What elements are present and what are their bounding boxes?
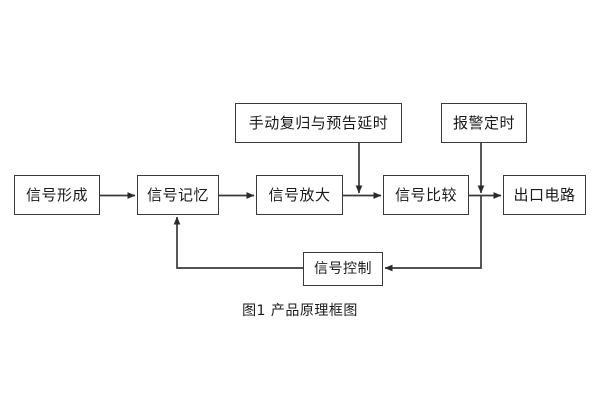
node-label: 信号形成	[25, 185, 88, 204]
node-label: 信号记忆	[146, 185, 209, 204]
edge-control-to-memory	[173, 216, 303, 269]
node-signal-compare[interactable]: 信号比较	[383, 175, 469, 215]
node-label: 信号放大	[268, 185, 331, 204]
node-output-circuit[interactable]: 出口电路	[503, 175, 586, 215]
node-signal-amplify[interactable]: 信号放大	[256, 175, 343, 215]
node-label: 手动复归与预告延时	[248, 113, 389, 132]
node-manual-reset-delay[interactable]: 手动复归与预告延时	[235, 103, 402, 143]
node-label: 信号控制	[314, 261, 372, 277]
node-signal-control[interactable]: 信号控制	[303, 252, 383, 286]
node-label: 出口电路	[513, 185, 576, 204]
node-signal-form[interactable]: 信号形成	[14, 175, 100, 215]
node-alarm-timer[interactable]: 报警定时	[441, 103, 527, 143]
figure-caption: 图1 产品原理框图	[242, 303, 358, 319]
node-label: 报警定时	[452, 113, 515, 132]
node-label: 信号比较	[394, 185, 457, 204]
node-signal-memory[interactable]: 信号记忆	[137, 175, 219, 215]
